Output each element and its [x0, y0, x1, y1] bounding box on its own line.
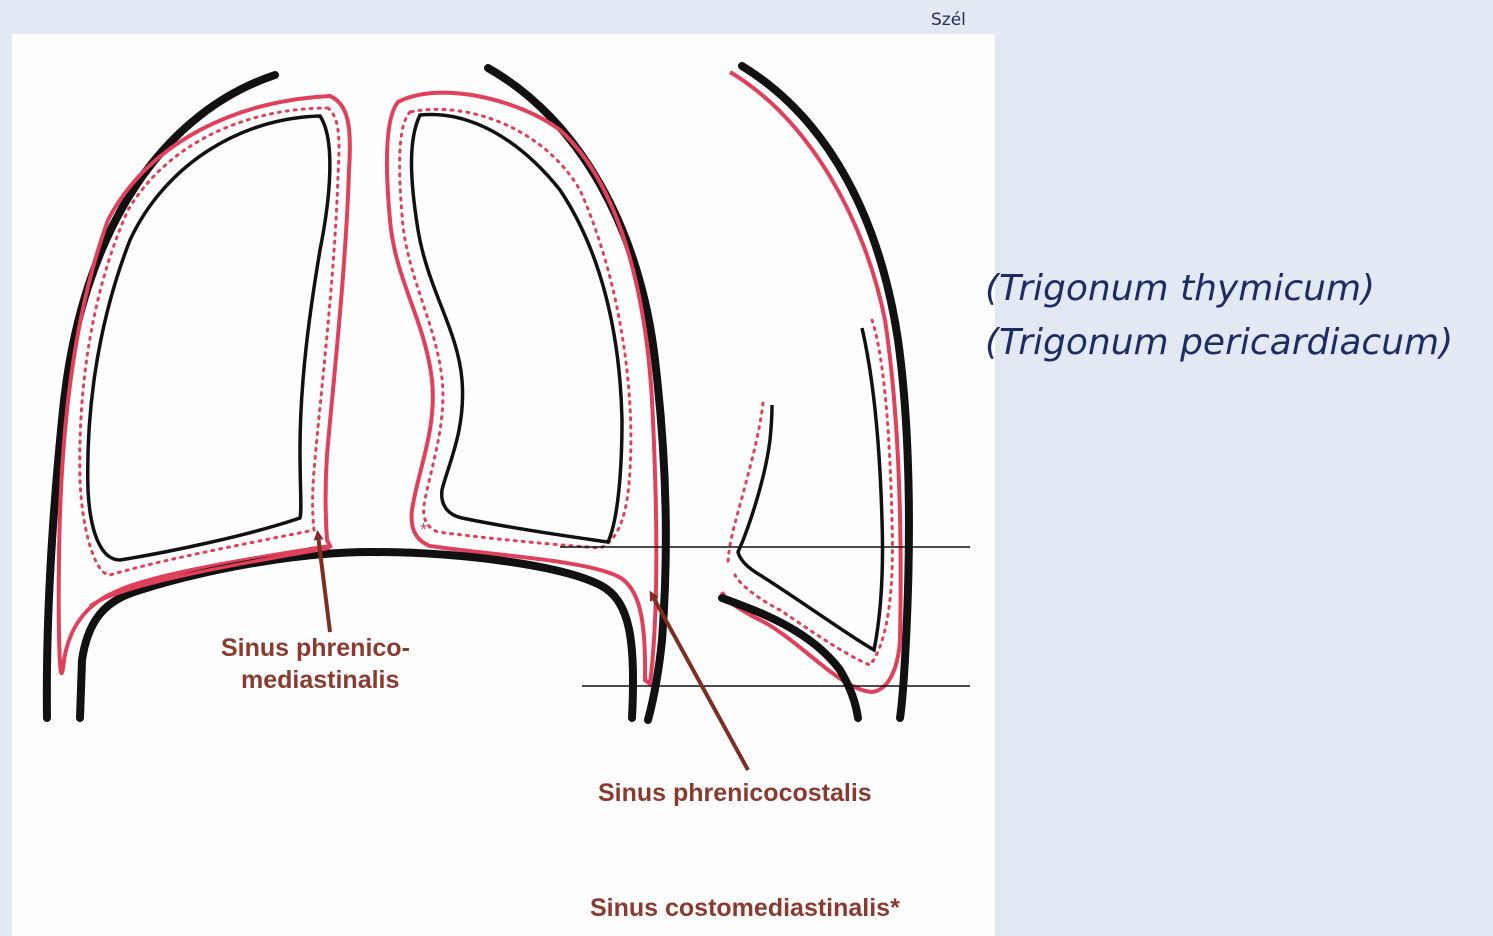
label-phrenicocostalis: Sinus phrenicocostalis — [598, 779, 872, 807]
left-chest-wall — [47, 75, 275, 718]
anterior-parietal-pleura — [722, 72, 901, 692]
left-parietal-pleura — [59, 96, 350, 673]
right-chest-wall — [488, 68, 666, 720]
costomediastinal-asterisk: * — [420, 520, 427, 540]
trigonum-thymicum-label: (Trigonum thymicum) — [985, 268, 1375, 309]
right-lung-outline — [412, 114, 623, 542]
left-lung-outline — [88, 116, 330, 560]
label-phrenicomediastinal-2: mediastinalis — [241, 666, 399, 694]
arrow-phrenicocostal — [652, 595, 748, 770]
label-phrenicomediastinal-1: Sinus phrenico- — [221, 634, 410, 662]
mediastinal-pleura-dotted — [728, 403, 763, 565]
diaphragm-lateral — [722, 598, 858, 718]
lung-anterior-margin — [738, 328, 883, 650]
label-costomediastinalis: Sinus costomediastinalis* — [590, 894, 900, 922]
trigonum-pericardiacum-label: (Trigonum pericardiacum) — [985, 322, 1453, 363]
